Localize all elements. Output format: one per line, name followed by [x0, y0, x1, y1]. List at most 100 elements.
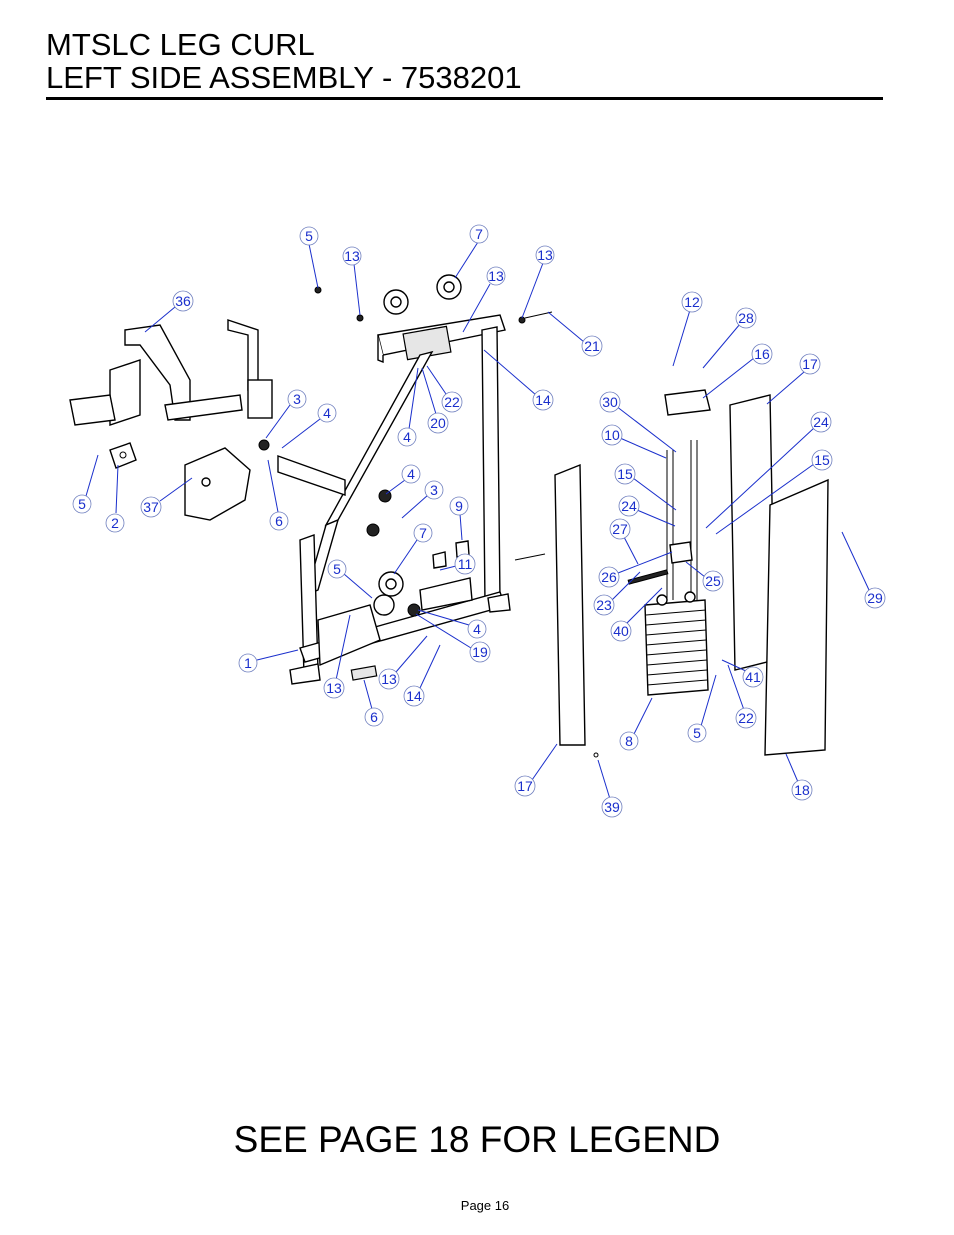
callout-20: 20: [421, 367, 449, 434]
svg-text:40: 40: [613, 623, 629, 639]
callout-22: 22: [426, 365, 463, 413]
svg-text:6: 6: [370, 709, 378, 725]
svg-text:26: 26: [601, 569, 617, 585]
callout-13: 13: [378, 635, 428, 690]
callout-39: 39: [597, 759, 623, 818]
svg-text:14: 14: [535, 392, 551, 408]
svg-text:22: 22: [738, 710, 754, 726]
callout-37: 37: [140, 477, 193, 518]
svg-text:23: 23: [596, 597, 612, 613]
svg-text:30: 30: [602, 394, 618, 410]
callout-14: 14: [403, 644, 441, 707]
svg-text:41: 41: [745, 669, 761, 685]
callout-40: 40: [610, 587, 663, 642]
svg-text:36: 36: [175, 293, 191, 309]
callout-5: 5: [72, 454, 99, 514]
callout-6: 6: [267, 459, 289, 531]
callout-24: 24: [705, 411, 832, 529]
callout-16: 16: [702, 343, 773, 399]
callout-27: 27: [609, 518, 639, 565]
svg-text:15: 15: [814, 452, 830, 468]
callout-15: 15: [715, 449, 833, 535]
title-divider: [46, 97, 883, 100]
main-frame: [277, 314, 511, 685]
callout-10: 10: [601, 424, 667, 459]
svg-text:12: 12: [684, 294, 700, 310]
svg-text:3: 3: [430, 482, 438, 498]
svg-text:16: 16: [754, 346, 770, 362]
svg-text:5: 5: [78, 496, 86, 512]
callout-11: 11: [439, 553, 476, 575]
svg-text:4: 4: [323, 405, 331, 421]
callout-2: 2: [105, 464, 125, 533]
svg-text:5: 5: [693, 725, 701, 741]
svg-text:17: 17: [517, 778, 533, 794]
svg-text:28: 28: [738, 310, 754, 326]
callout-17: 17: [766, 353, 821, 405]
weight-stack-assembly: [593, 389, 711, 758]
svg-text:21: 21: [584, 338, 600, 354]
svg-text:8: 8: [625, 733, 633, 749]
leg-lever-arm: [69, 319, 273, 426]
callout-36: 36: [144, 290, 194, 333]
callout-24: 24: [618, 495, 676, 527]
svg-text:6: 6: [275, 513, 283, 529]
svg-text:4: 4: [403, 429, 411, 445]
callout-22: 22: [727, 664, 757, 729]
page-title-line1: MTSLC LEG CURL: [46, 27, 315, 62]
callout-5: 5: [327, 559, 373, 599]
page-number: Page 16: [460, 1198, 510, 1213]
svg-text:13: 13: [326, 680, 342, 696]
callout-3: 3: [265, 389, 307, 439]
cam-and-pad: [109, 442, 251, 521]
svg-text:22: 22: [444, 394, 460, 410]
svg-text:1: 1: [244, 655, 252, 671]
callout-21: 21: [547, 311, 603, 357]
callout-4: 4: [385, 464, 421, 495]
callout-19: 19: [415, 613, 491, 663]
callout-7: 7: [454, 224, 489, 279]
svg-text:5: 5: [333, 561, 341, 577]
svg-text:25: 25: [705, 573, 721, 589]
callout-13: 13: [462, 266, 506, 333]
callout-25: 25: [685, 561, 724, 592]
callout-13: 13: [342, 246, 362, 316]
svg-text:11: 11: [458, 556, 473, 572]
callout-26: 26: [598, 551, 673, 588]
callout-6: 6: [363, 679, 384, 727]
svg-text:18: 18: [794, 782, 810, 798]
svg-text:13: 13: [488, 268, 504, 284]
callout-13: 13: [323, 614, 351, 699]
svg-text:24: 24: [813, 414, 829, 430]
svg-text:14: 14: [406, 688, 422, 704]
callout-30: 30: [599, 391, 677, 453]
svg-text:10: 10: [604, 427, 620, 443]
svg-text:13: 13: [381, 671, 397, 687]
svg-text:4: 4: [407, 466, 415, 482]
callout-4: 4: [417, 609, 487, 639]
callout-8: 8: [619, 697, 653, 751]
svg-text:17: 17: [802, 356, 818, 372]
svg-text:2: 2: [111, 515, 119, 531]
callout-12: 12: [672, 291, 703, 367]
page-title-line2: LEFT SIDE ASSEMBLY - 7538201: [46, 60, 522, 95]
callouts: 5 7 13 13 13 36 12 28 16 17 21 3 4 22 14…: [72, 224, 886, 818]
callout-17: 17: [514, 743, 558, 797]
svg-text:7: 7: [419, 525, 427, 541]
svg-text:37: 37: [143, 499, 159, 515]
svg-text:15: 15: [617, 466, 633, 482]
legend-reference-note: SEE PAGE 18 FOR LEGEND: [233, 1119, 721, 1160]
callout-4: 4: [397, 367, 419, 447]
svg-text:5: 5: [305, 228, 313, 244]
weight-plates: [645, 609, 708, 686]
svg-text:19: 19: [472, 644, 488, 660]
svg-text:24: 24: [621, 498, 637, 514]
callout-18: 18: [785, 753, 813, 801]
callout-5: 5: [687, 674, 717, 743]
callout-9: 9: [449, 496, 469, 541]
svg-text:13: 13: [537, 247, 553, 263]
callout-15: 15: [614, 463, 677, 511]
svg-text:29: 29: [867, 590, 883, 606]
svg-text:39: 39: [604, 799, 620, 815]
callout-1: 1: [238, 649, 299, 673]
